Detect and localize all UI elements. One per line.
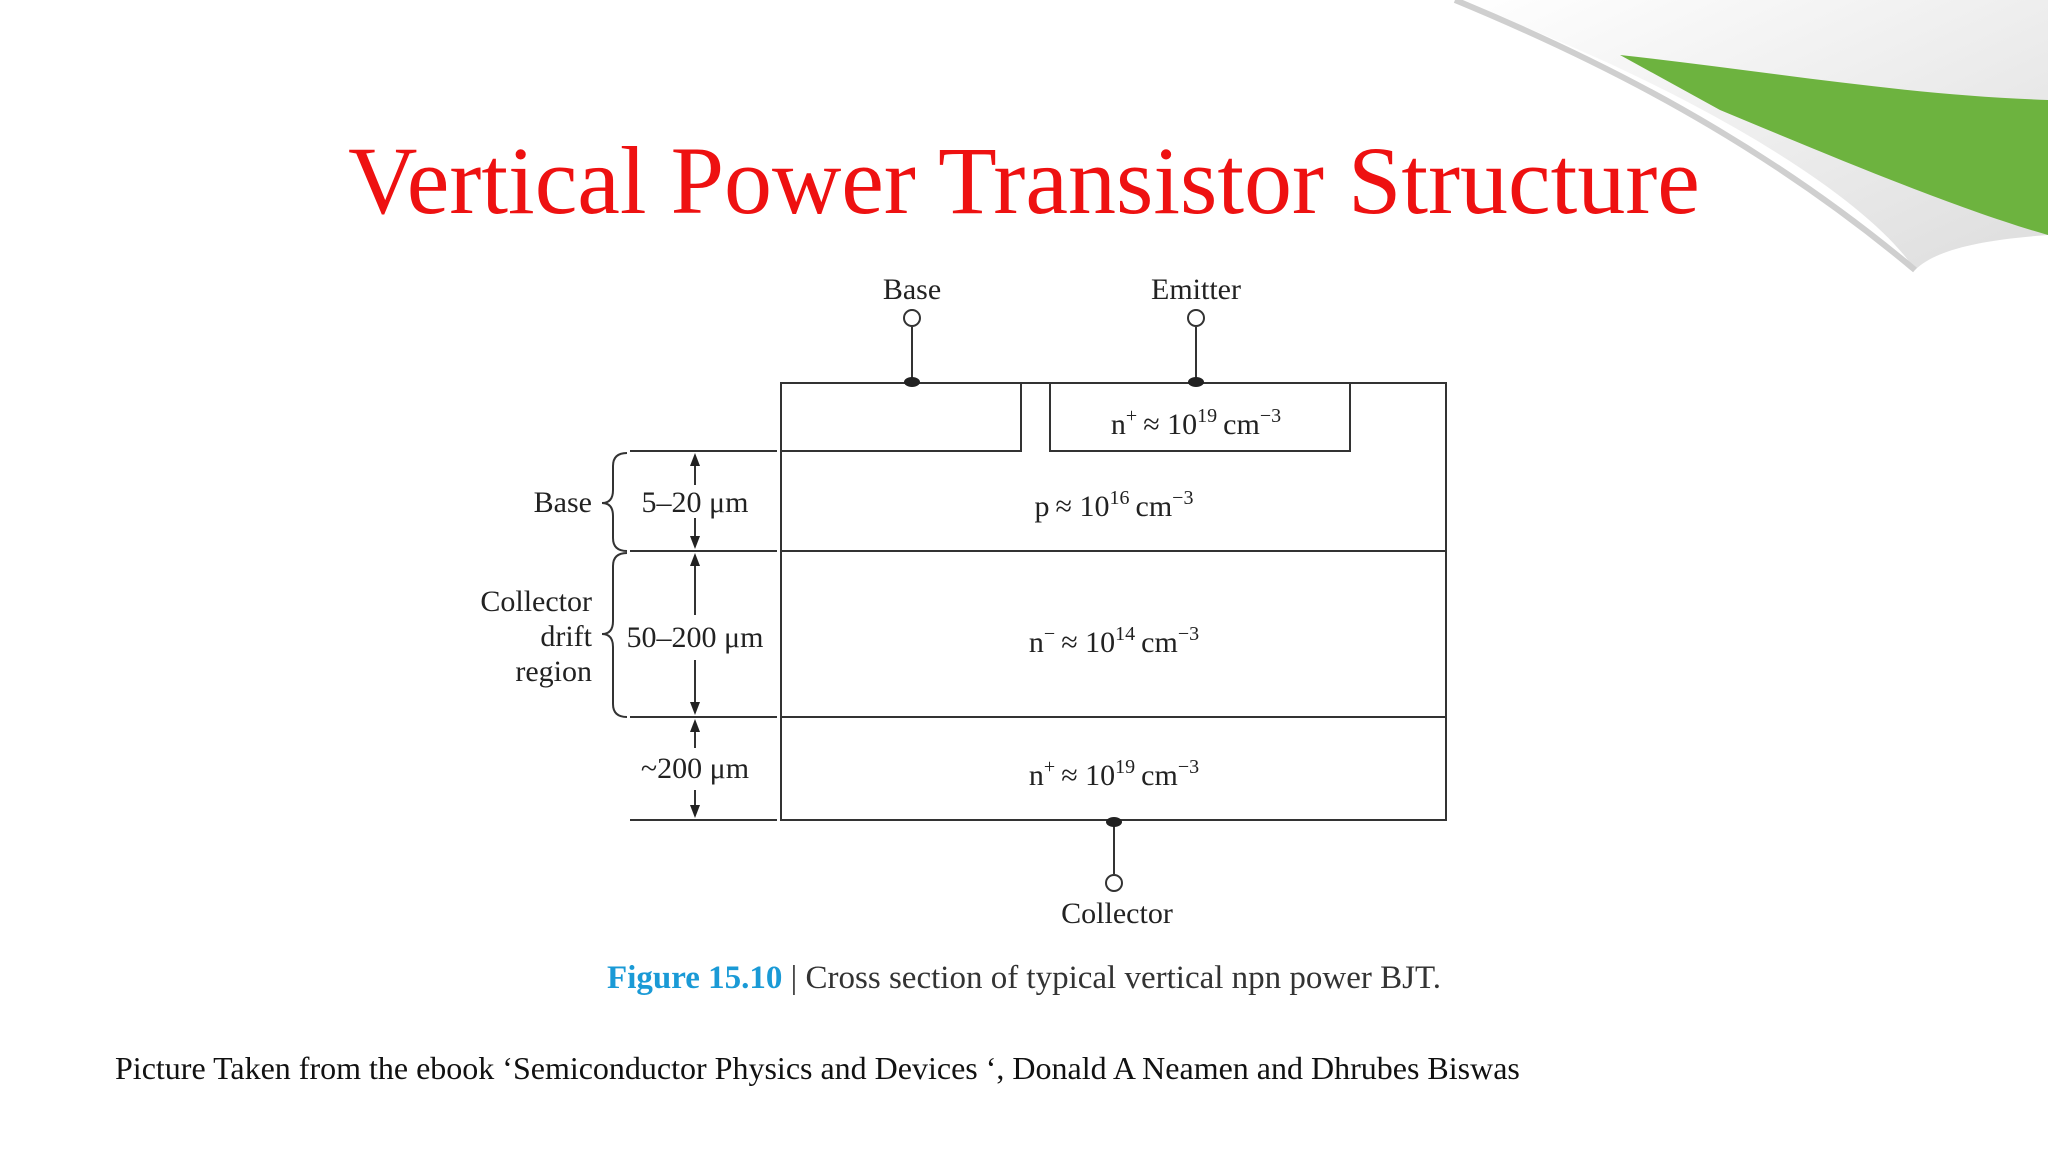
drift-doping-exp: 14	[1115, 623, 1135, 645]
emitter-doping-label: n+ ≈ 1019 cm−3	[1111, 405, 1281, 441]
drift-doping-rel: ≈ 10	[1061, 626, 1115, 659]
drift-doping-label: n−≈ 1014 cm−3	[1029, 623, 1199, 659]
figure-caption: Figure 15.10 | Cross section of typical …	[0, 960, 2048, 997]
source-credit: Picture Taken from the ebook ‘Semiconduc…	[115, 1050, 1520, 1086]
substrate-doping-exp: 19	[1115, 756, 1135, 778]
base-doping-label: p≈ 1016 cm−3	[1035, 487, 1194, 523]
caption-separator: |	[790, 960, 798, 996]
substrate-doping-unit: cm	[1141, 759, 1178, 792]
base-brace	[601, 452, 628, 552]
base-dimension-name: Base	[534, 486, 592, 519]
base-doping-exp: 16	[1110, 487, 1130, 509]
base-doping-unit: cm	[1136, 490, 1173, 523]
drift-name-line-2: drift	[540, 620, 592, 653]
base-dimension-size: 5–20 μm	[642, 486, 749, 519]
emitter-terminal	[1187, 309, 1205, 387]
arrowheads	[690, 453, 700, 818]
collector-terminal-label: Collector	[1061, 897, 1173, 930]
drift-doping-unit: cm	[1141, 626, 1178, 659]
substrate-doping-rel: ≈ 10	[1061, 759, 1115, 792]
substrate-doping-label: n+ ≈ 1019 cm−3	[1029, 756, 1199, 792]
substrate-doping-unit-exp: −3	[1178, 756, 1199, 778]
drift-doping-type: n	[1029, 626, 1044, 659]
emitter-doping-sup: +	[1126, 405, 1137, 427]
emitter-doping-exp: 19	[1197, 405, 1217, 427]
base-terminal-label: Base	[883, 273, 941, 306]
drift-doping-unit-exp: −3	[1178, 623, 1199, 645]
emitter-doping-rel: ≈ 10	[1143, 408, 1197, 441]
figure-number: Figure 15.10	[607, 960, 783, 996]
drift-brace	[601, 552, 628, 718]
drift-doping-sup: −	[1044, 623, 1055, 645]
emitter-doping-unit: cm	[1223, 408, 1260, 441]
slide-title: Vertical Power Transistor Structure	[348, 127, 1700, 234]
emitter-doping-unit-exp: −3	[1260, 405, 1281, 427]
drift-name-line-1: Collector	[480, 585, 592, 618]
base-doping-rel: ≈ 10	[1056, 490, 1110, 523]
collector-terminal	[1105, 817, 1123, 892]
emitter-doping-type: n	[1111, 408, 1126, 441]
drift-name-line-3: region	[515, 655, 592, 688]
caption-text: Cross section of typical vertical npn po…	[805, 960, 1441, 996]
drift-dimension-size: 50–200 μm	[627, 621, 764, 654]
base-terminal	[903, 309, 921, 387]
emitter-terminal-label: Emitter	[1151, 273, 1241, 306]
substrate-doping-sup: +	[1044, 756, 1055, 778]
base-contact-box	[780, 382, 1022, 452]
substrate-dimension-size: ~200 μm	[641, 752, 749, 785]
emitter-region-box	[1049, 382, 1351, 452]
base-doping-type: p	[1035, 490, 1050, 523]
substrate-doping-type: n	[1029, 759, 1044, 792]
base-doping-unit-exp: −3	[1172, 487, 1193, 509]
